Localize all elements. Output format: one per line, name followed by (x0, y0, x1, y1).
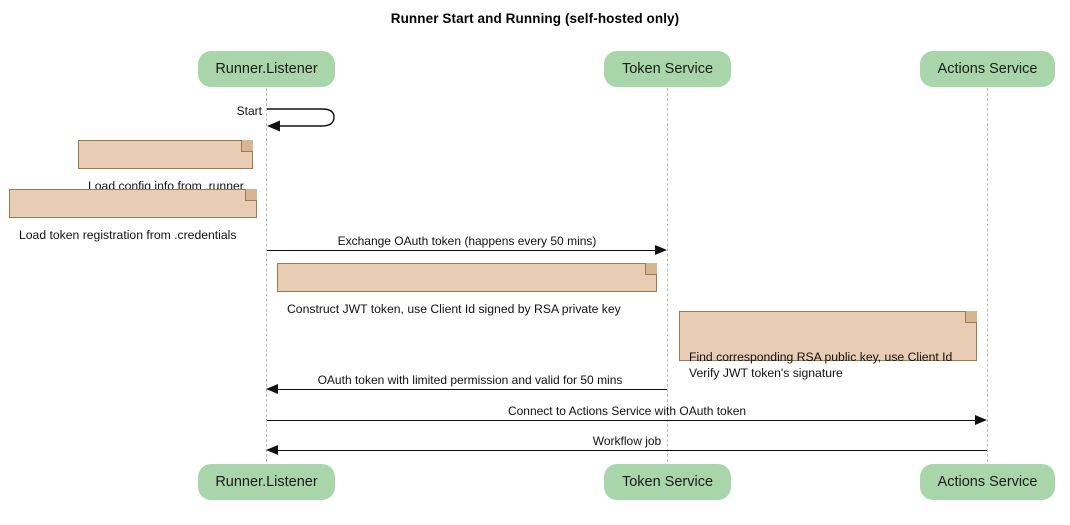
message-oauth-token-return-line (274, 389, 667, 390)
arrowhead-left-icon (266, 383, 278, 394)
participant-runner-listener-bottom[interactable]: Runner.Listener (198, 464, 335, 500)
participant-token-service-top[interactable]: Token Service (604, 51, 731, 87)
participant-actions-service-top[interactable]: Actions Service (920, 51, 1055, 87)
note-construct-jwt-token: Construct JWT token, use Client Id signe… (277, 263, 657, 316)
message-connect-actions-label: Connect to Actions Service with OAuth to… (507, 404, 747, 418)
lifeline-token (667, 88, 668, 462)
note-load-token-text: Load token registration from .credential… (19, 228, 237, 242)
message-oauth-token-return-label: OAuth token with limited permission and … (317, 373, 623, 387)
message-exchange-oauth-label: Exchange OAuth token (happens every 50 m… (337, 234, 597, 248)
message-connect-actions-line (267, 420, 980, 421)
note-fold-corner-icon (241, 140, 253, 152)
participant-actions-service-bottom[interactable]: Actions Service (920, 464, 1055, 500)
note-fold-corner-icon (965, 311, 977, 323)
self-message-start-label: Start (236, 104, 262, 118)
arrowhead-right-icon (975, 414, 987, 425)
note-construct-jwt-text: Construct JWT token, use Client Id signe… (287, 302, 621, 316)
arrowhead-right-icon (655, 244, 667, 255)
lifeline-runner (266, 88, 267, 462)
arrowhead-left-icon (266, 444, 278, 455)
note-verify-jwt-signature: Find corresponding RSA public key, use C… (679, 311, 977, 380)
note-fold-corner-icon (645, 263, 657, 275)
lifeline-actions (987, 88, 988, 462)
message-exchange-oauth-line (267, 250, 660, 251)
page-title: Runner Start and Running (self-hosted on… (390, 11, 680, 26)
self-message-start-loop (266, 104, 346, 139)
note-load-config-info: Load config info from .runner (78, 140, 253, 193)
note-load-token-registration: Load token registration from .credential… (9, 189, 257, 242)
message-workflow-job-line (274, 450, 987, 451)
participant-runner-listener-top[interactable]: Runner.Listener (198, 51, 335, 87)
message-workflow-job-label: Workflow job (592, 434, 662, 448)
participant-token-service-bottom[interactable]: Token Service (604, 464, 731, 500)
note-fold-corner-icon (245, 189, 257, 201)
note-verify-jwt-text: Find corresponding RSA public key, use C… (689, 350, 953, 380)
